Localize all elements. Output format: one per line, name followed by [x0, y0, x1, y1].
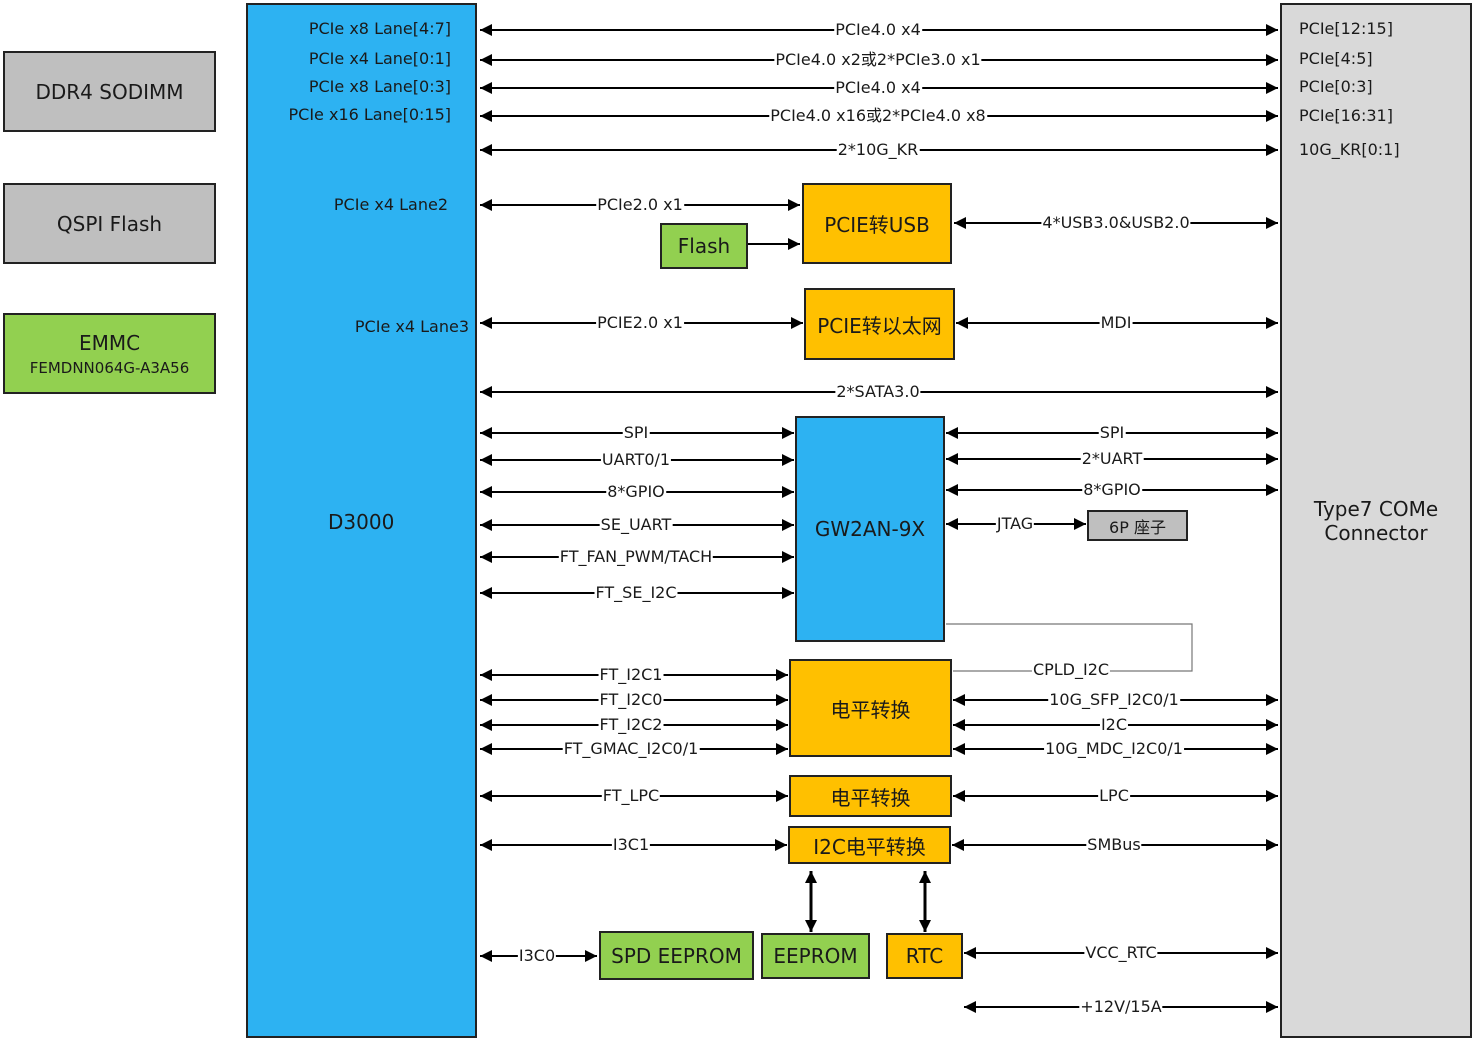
- signal-label: 10G_MDC_I2C0/1: [1044, 739, 1184, 758]
- emmc-part-number: FEMDNN064G-A3A56: [29, 358, 190, 377]
- level-shifter-i2c-block: 电平转换: [789, 659, 952, 757]
- signal-label: 10G_SFP_I2C0/1: [1048, 690, 1180, 709]
- eeprom-label: EEPROM: [773, 944, 858, 968]
- qspi-flash-block: QSPI Flash: [3, 183, 216, 264]
- signal-label: I2C: [1099, 715, 1129, 734]
- i2c-level-shift-label: I2C电平转换: [813, 834, 926, 859]
- soc-port-label: PCIe x8 Lane[4:7]: [308, 19, 451, 38]
- level-shift-label: 电平转换: [830, 697, 911, 722]
- cpld-block: GW2AN-9X: [795, 416, 945, 642]
- soc-port-label: PCIe x4 Lane2: [333, 195, 448, 214]
- eeprom-block: EEPROM: [761, 933, 870, 979]
- signal-label: SE_UART: [599, 515, 673, 534]
- signal-label: 2*SATA3.0: [835, 382, 921, 401]
- signal-label: 2*UART: [1080, 449, 1144, 468]
- signal-label: 8*GPIO: [1082, 480, 1142, 499]
- soc-name: D3000: [328, 510, 395, 534]
- signal-label: JTAG: [995, 514, 1035, 533]
- ddr4-label: DDR4 SODIMM: [35, 79, 184, 104]
- soc-port-label: PCIe x4 Lane[0:1]: [308, 49, 451, 68]
- flash-label: Flash: [677, 234, 731, 258]
- signal-label: I3C0: [517, 946, 557, 965]
- connector-port-label: PCIe[12:15]: [1299, 19, 1393, 38]
- emmc-block: EMMC FEMDNN064G-A3A56: [3, 313, 216, 394]
- signal-label: FT_SE_I2C: [594, 583, 678, 602]
- signal-label: FT_I2C2: [598, 715, 664, 734]
- level-shift-label: 电平转换: [830, 785, 911, 810]
- connector-port-label: PCIe[16:31]: [1299, 106, 1393, 125]
- jtag-header-block: 6P 座子: [1087, 510, 1188, 541]
- soc-port-label: PCIe x4 Lane3: [354, 317, 469, 336]
- signal-label: VCC_RTC: [1084, 943, 1158, 962]
- signal-label: 4*USB3.0&USB2.0: [1041, 213, 1191, 232]
- qspi-label: QSPI Flash: [56, 211, 163, 236]
- signal-label: LPC: [1098, 786, 1130, 805]
- ddr4-sodimm-block: DDR4 SODIMM: [3, 51, 216, 132]
- pcie-eth-label: PCIE转以太网: [817, 313, 942, 338]
- pcie-usb-bridge-block: PCIE转USB: [802, 183, 952, 264]
- level-shifter-lpc-block: 电平转换: [789, 775, 952, 817]
- signal-label: PCIE2.0 x1: [596, 313, 684, 332]
- signal-label: PCIe4.0 x16或2*PCIe4.0 x8: [769, 106, 987, 125]
- signal-label: SPI: [1098, 423, 1126, 442]
- signal-label: FT_GMAC_I2C0/1: [562, 739, 700, 758]
- rtc-block: RTC: [886, 933, 963, 979]
- cpld-label: GW2AN-9X: [814, 517, 926, 541]
- connector-port-label: PCIe[4:5]: [1299, 49, 1373, 68]
- rtc-label: RTC: [905, 944, 944, 968]
- signal-label: FT_LPC: [601, 786, 661, 805]
- signal-label: PCIe4.0 x2或2*PCIe3.0 x1: [774, 50, 982, 69]
- signal-label: CPLD_I2C: [1031, 660, 1111, 679]
- signal-label: SPI: [622, 423, 650, 442]
- connector-port-label: PCIe[0:3]: [1299, 77, 1373, 96]
- flash-block: Flash: [660, 223, 748, 269]
- signal-label: SMBus: [1086, 835, 1142, 854]
- pcie-usb-label: PCIE转USB: [824, 213, 930, 237]
- spd-eeprom-block: SPD EEPROM: [599, 931, 754, 980]
- signal-label: FT_I2C1: [598, 665, 664, 684]
- emmc-title: EMMC: [78, 330, 141, 355]
- signal-label: PCIe4.0 x4: [834, 20, 922, 39]
- soc-port-label: PCIe x16 Lane[0:15]: [288, 105, 452, 124]
- signal-label: FT_FAN_PWM/TACH: [558, 547, 714, 566]
- signal-label: PCIe2.0 x1: [596, 195, 684, 214]
- soc-port-label: PCIe x8 Lane[0:3]: [308, 77, 451, 96]
- soc-d3000-block: D3000: [246, 3, 477, 1038]
- connector-port-label: 10G_KR[0:1]: [1299, 140, 1400, 159]
- signal-label: +12V/15A: [1079, 997, 1163, 1016]
- signal-label: I3C1: [611, 835, 651, 854]
- signal-label: FT_I2C0: [598, 690, 664, 709]
- signal-label: MDI: [1099, 313, 1133, 332]
- signal-label: 8*GPIO: [606, 482, 666, 501]
- come-connector-block: Type7 COMe Connector: [1280, 3, 1472, 1038]
- pcie-ethernet-block: PCIE转以太网: [804, 288, 955, 360]
- connector-name-line1: Type7 COMe: [1313, 496, 1439, 521]
- i2c-level-shifter-block: I2C电平转换: [788, 826, 951, 864]
- signal-label: PCIe4.0 x4: [834, 78, 922, 97]
- jtag-header-label: 6P 座子: [1109, 517, 1166, 537]
- signal-label: UART0/1: [600, 450, 672, 469]
- spd-eeprom-label: SPD EEPROM: [611, 943, 742, 968]
- connector-name-line2: Connector: [1324, 520, 1428, 545]
- signal-label: 2*10G_KR: [836, 140, 920, 159]
